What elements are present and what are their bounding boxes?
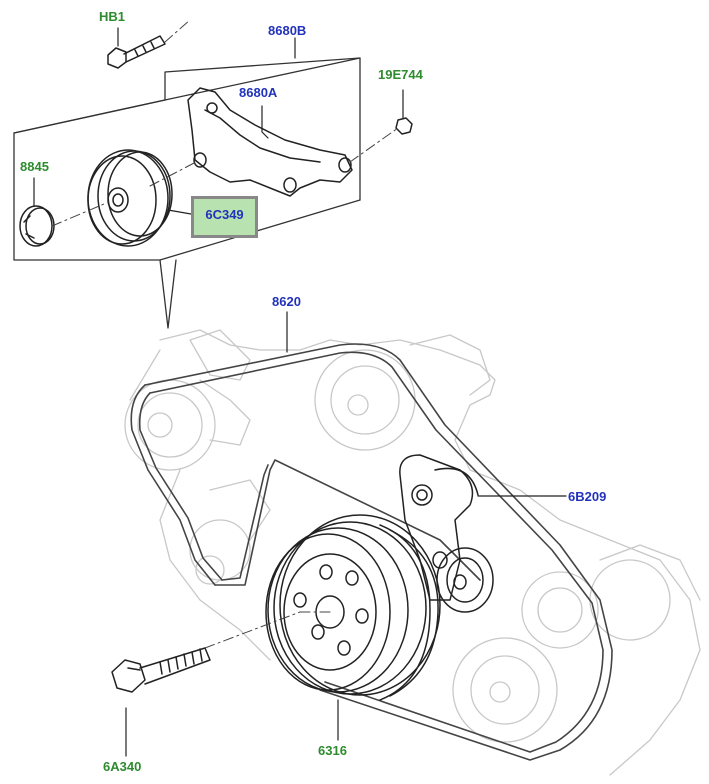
label-8680A: 8680A xyxy=(239,85,278,100)
serpentine-belt-8620 xyxy=(130,343,613,761)
idler-pulley-6C349 xyxy=(87,149,173,247)
assembly-axes xyxy=(51,19,399,649)
exploded-view-box xyxy=(13,57,361,329)
highlighted-callout-6C349[interactable]: 6C349 xyxy=(191,196,258,238)
dust-cap-8845 xyxy=(19,205,55,247)
label-8845: 8845 xyxy=(20,159,49,174)
belt-tensioner-6B209 xyxy=(399,454,494,613)
bolt-6A340 xyxy=(111,647,211,693)
label-6316: 6316 xyxy=(318,743,347,758)
bolt-HB1 xyxy=(107,35,166,69)
crankshaft-pulley-6316 xyxy=(265,514,441,701)
label-19E744: 19E744 xyxy=(378,67,423,82)
label-6A340: 6A340 xyxy=(103,759,142,774)
label-8680B: 8680B xyxy=(268,23,307,38)
label-6C349: 6C349 xyxy=(205,207,244,222)
label-HB1: HB1 xyxy=(99,9,126,24)
label-6B209: 6B209 xyxy=(568,489,607,504)
leader-lines xyxy=(33,27,567,757)
engine-background xyxy=(124,329,701,776)
label-8620: 8620 xyxy=(272,294,301,309)
bracket-8680A xyxy=(187,87,353,197)
bolt-19E744 xyxy=(395,117,413,135)
